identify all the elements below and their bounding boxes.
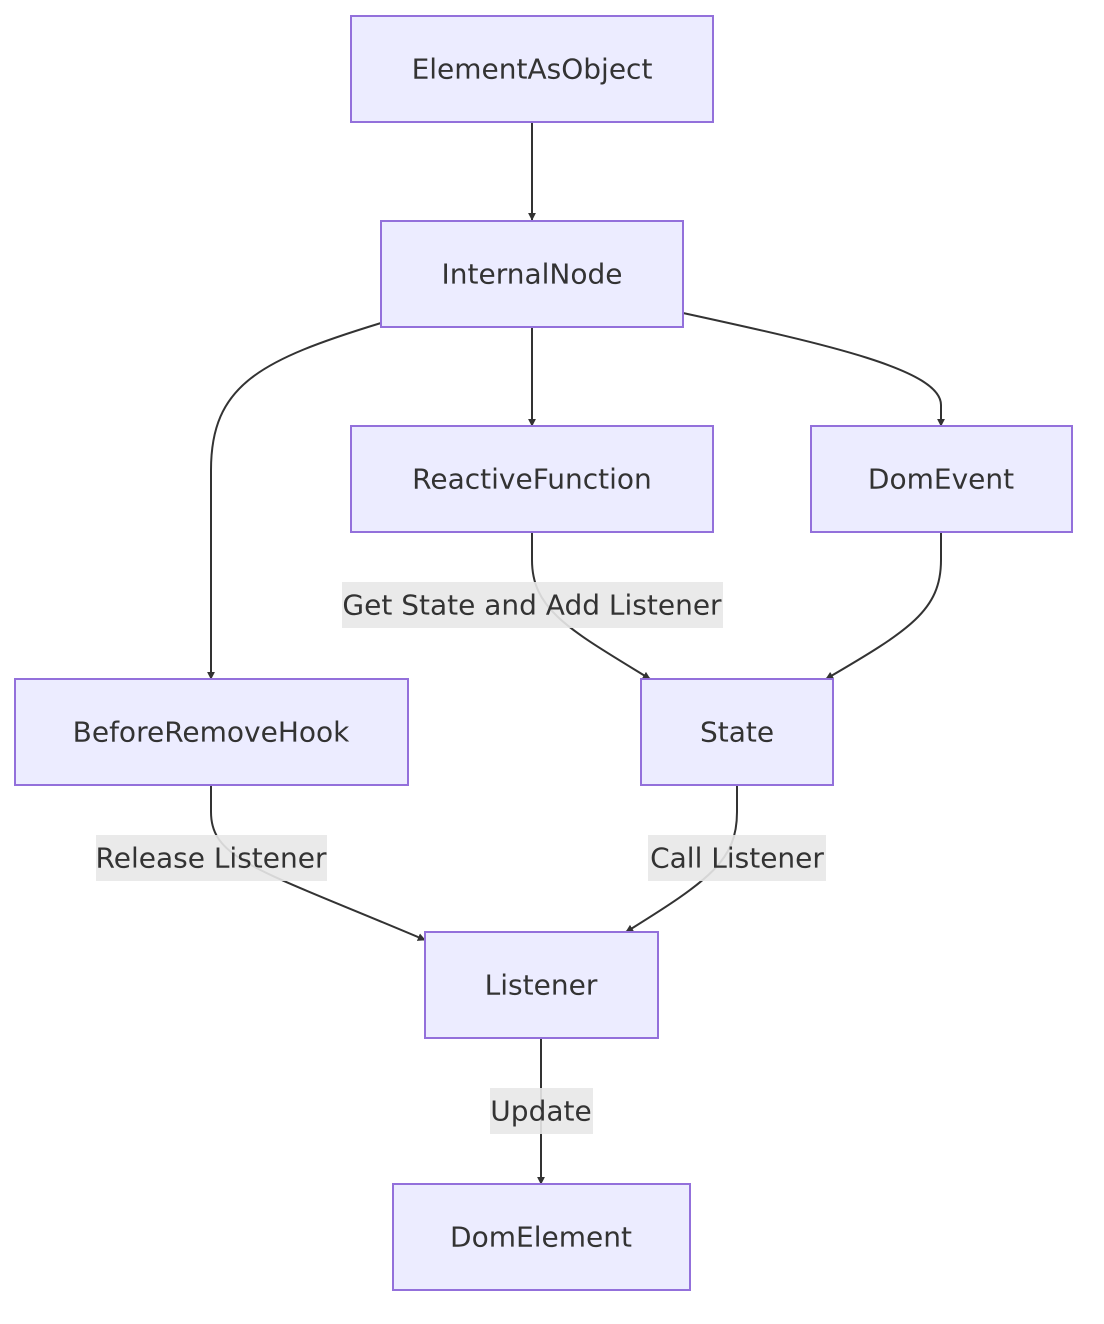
- node-domelement[interactable]: DomElement: [392, 1183, 691, 1291]
- edge-domevent-to-state: [825, 533, 942, 680]
- node-beforeremovehook[interactable]: BeforeRemoveHook: [14, 678, 409, 786]
- node-reactivefunction[interactable]: ReactiveFunction: [350, 425, 714, 533]
- node-label: DomElement: [450, 1221, 632, 1254]
- node-label: DomEvent: [868, 463, 1014, 496]
- edge-label-text: Update: [490, 1095, 591, 1128]
- node-elementasobject[interactable]: ElementAsObject: [350, 15, 714, 123]
- node-label: BeforeRemoveHook: [73, 716, 350, 749]
- edge-label-text: Call Listener: [650, 842, 824, 875]
- node-label: ReactiveFunction: [412, 463, 652, 496]
- node-state[interactable]: State: [640, 678, 834, 786]
- node-domevent[interactable]: DomEvent: [810, 425, 1073, 533]
- edge-labels-group: Get State and Add Listener Release Liste…: [96, 582, 826, 1134]
- nodes-group: ElementAsObject InternalNode ReactiveFun…: [14, 15, 1073, 1291]
- edge-label-call-listener: Call Listener: [648, 835, 826, 881]
- edge-label-release-listener: Release Listener: [96, 835, 327, 881]
- edge-label-text: Release Listener: [96, 842, 327, 875]
- node-label: InternalNode: [442, 258, 623, 291]
- node-label: State: [700, 716, 774, 749]
- node-label: ElementAsObject: [412, 53, 653, 86]
- node-label: Listener: [485, 969, 598, 1002]
- edge-label-text: Get State and Add Listener: [342, 589, 722, 622]
- edge-label-get-state-and-add-listener: Get State and Add Listener: [342, 582, 723, 628]
- node-internalnode[interactable]: InternalNode: [380, 220, 684, 328]
- edge-internalnode-to-beforeremovehook: [207, 322, 382, 680]
- edge-label-update: Update: [490, 1088, 593, 1134]
- edge-internalnode-to-domevent: [682, 312, 945, 427]
- node-listener[interactable]: Listener: [424, 931, 659, 1039]
